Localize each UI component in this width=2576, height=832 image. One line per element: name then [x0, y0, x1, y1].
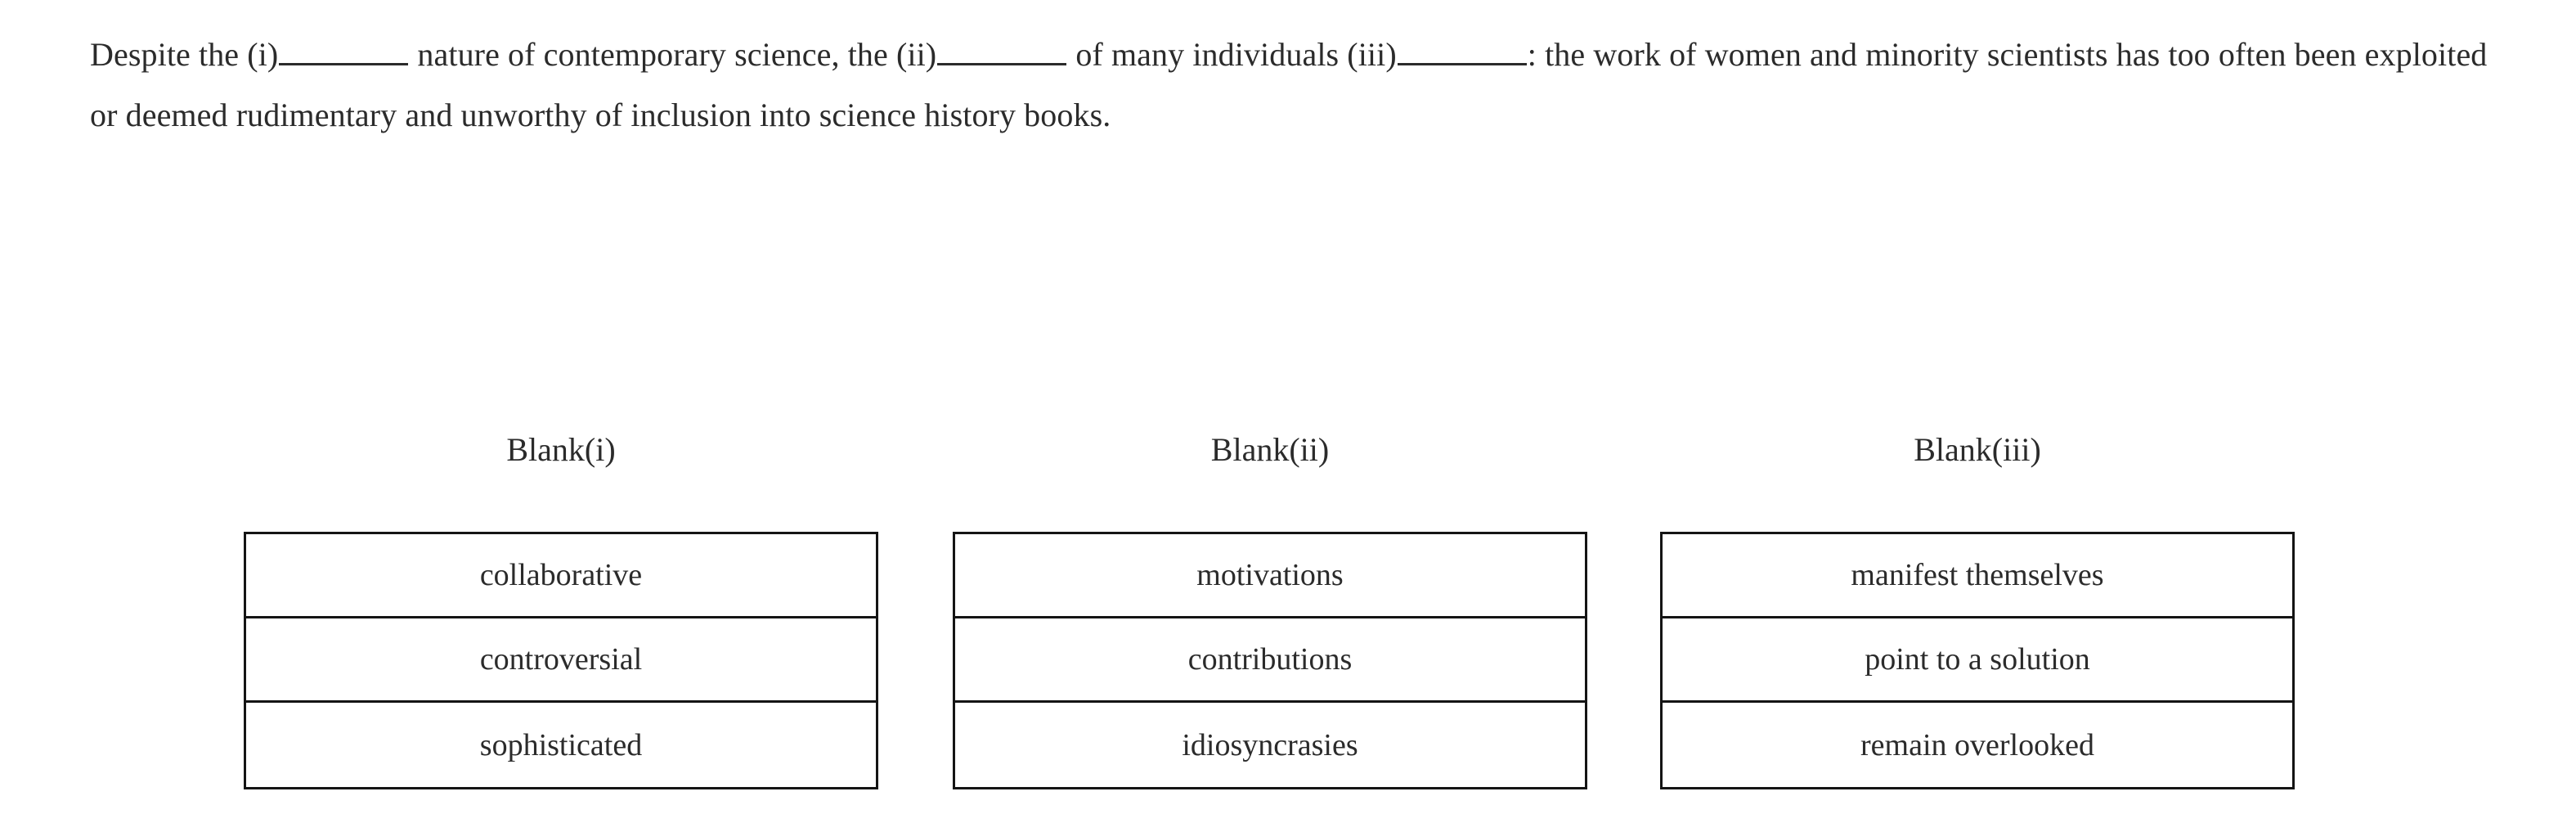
choice-label: idiosyncrasies	[1182, 727, 1358, 762]
choice-label: controversial	[479, 642, 643, 677]
choice-label: contributions	[1187, 642, 1353, 677]
choice-label: motivations	[1196, 558, 1344, 592]
blank-ii-underline	[937, 38, 1067, 65]
choice-label: point to a solution	[1865, 642, 2090, 677]
blank-iii-underline	[1397, 38, 1527, 65]
blank-i-underline	[279, 38, 409, 65]
choice-label: manifest themselves	[1851, 558, 2104, 592]
choice-option[interactable]: manifest themselves	[1663, 534, 2292, 618]
passage-segment-text-1: Despite the (i)	[90, 36, 279, 73]
choice-option[interactable]: idiosyncrasies	[955, 703, 1585, 787]
column-header-blank-iii: Blank(iii)	[1914, 431, 2041, 468]
choice-option[interactable]: contributions	[955, 618, 1585, 703]
column-header-blank-i: Blank(i)	[506, 431, 616, 468]
column-header-blank-ii: Blank(ii)	[1210, 431, 1330, 468]
passage-segment-text-2: nature of contemporary science, the (ii)	[409, 36, 937, 73]
blank-column-headers: Blank(i) Blank(ii) Blank(iii)	[0, 425, 2576, 483]
choice-label: sophisticated	[479, 727, 643, 762]
passage-segment-text-4: : the work of women and minority scienti…	[90, 36, 2488, 133]
choice-option[interactable]: sophisticated	[246, 703, 876, 787]
choice-option[interactable]: remain overlooked	[1663, 703, 2292, 787]
question-passage: Despite the (i) nature of contemporary s…	[90, 25, 2490, 146]
choice-label: remain overlooked	[1860, 727, 2094, 762]
choice-option[interactable]: motivations	[955, 534, 1585, 618]
choice-option[interactable]: collaborative	[246, 534, 876, 618]
choice-option[interactable]: point to a solution	[1663, 618, 2292, 703]
choice-option[interactable]: controversial	[246, 618, 876, 703]
choice-table-blank-i: collaborative controversial sophisticate…	[244, 532, 878, 789]
choice-label: collaborative	[479, 558, 643, 592]
choice-table-blank-ii: motivations contributions idiosyncrasies	[953, 532, 1587, 789]
choice-table-blank-iii: manifest themselves point to a solution …	[1660, 532, 2295, 789]
passage-segment-text-3: of many individuals (iii)	[1067, 36, 1397, 73]
